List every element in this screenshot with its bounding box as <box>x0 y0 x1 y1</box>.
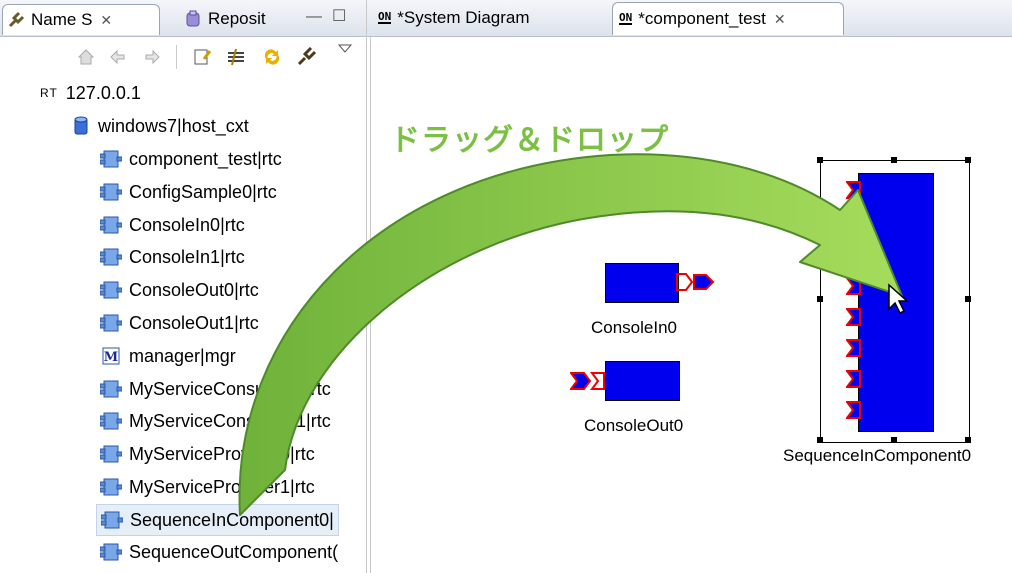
tree-item-rtc[interactable]: SequenceOutComponent( <box>100 537 338 567</box>
rtc-icon <box>100 248 122 266</box>
rtc-icon <box>100 380 122 398</box>
tab-repository[interactable]: Reposit <box>180 4 290 34</box>
repository-icon <box>186 10 200 27</box>
tree-item-label: MyServiceProvider0|rtc <box>129 443 315 464</box>
tab-name-service[interactable]: Name S ✕ <box>2 4 160 35</box>
tree-item-label: 127.0.0.1 <box>65 82 141 103</box>
tree-item-label: ConsoleIn1|rtc <box>129 246 245 267</box>
rtc-icon <box>100 445 122 463</box>
rtc-icon <box>100 543 122 561</box>
tree-item-rtc[interactable]: ConsoleOut0|rtc <box>100 275 259 305</box>
tree-item-label: ConsoleOut1|rtc <box>129 312 259 333</box>
rtc-icon <box>100 150 122 168</box>
tree-item-rtc[interactable]: MyServiceConsumer1|rtc <box>100 406 331 436</box>
tree-item-label: ConsoleOut0|rtc <box>129 279 259 300</box>
refresh-icon[interactable] <box>262 47 282 67</box>
tree-item-label: ConsoleIn0|rtc <box>129 214 245 235</box>
tree-item-label: manager|mgr <box>129 345 236 366</box>
tree-item-label: windows7|host_cxt <box>98 115 249 136</box>
rtc-icon <box>100 412 122 430</box>
tab-component-test[interactable]: ON *component_test ✕ <box>612 2 844 35</box>
rtc-icon <box>101 511 123 529</box>
tab-system-diagram-label: *System Diagram <box>397 8 530 27</box>
toolbar-separator <box>176 45 177 69</box>
inport-icons[interactable] <box>846 178 864 423</box>
tree-item-label: MyServiceProvider1|rtc <box>129 476 315 497</box>
rtc-icon <box>100 281 122 299</box>
rt-host-icon: RT <box>40 86 58 100</box>
tree-item-context[interactable]: windows7|host_cxt <box>74 111 249 141</box>
tab-system-diagram[interactable]: ON *System Diagram <box>372 2 608 34</box>
plug-icon <box>8 11 25 28</box>
tree-item-label: component_test|rtc <box>129 148 282 169</box>
tree-item-rtc[interactable]: component_test|rtc <box>100 144 282 174</box>
close-icon[interactable]: ✕ <box>773 10 786 27</box>
new-icon[interactable] <box>192 47 212 67</box>
tree-item-rtc-selected[interactable]: SequenceInComponent0| <box>96 504 339 536</box>
drag-and-drop-annotation: ドラッグ＆ドロップ <box>390 123 669 158</box>
tab-component-test-label: *component_test <box>638 9 766 28</box>
view-window-buttons: —☐ <box>306 6 356 26</box>
tree-item-rtc[interactable]: ConsoleIn0|rtc <box>100 210 245 240</box>
home-icon[interactable] <box>76 47 96 67</box>
tree-item-manager[interactable]: M manager|mgr <box>100 341 236 371</box>
tree-item-rtc[interactable]: MyServiceConsumer0|rtc <box>100 374 331 404</box>
selection-handles[interactable] <box>814 154 974 447</box>
component-label: SequenceInComponent0 <box>783 446 972 465</box>
maximize-icon[interactable]: ☐ <box>332 8 357 25</box>
connect-icon[interactable] <box>226 47 246 67</box>
svg-text:M: M <box>104 350 118 365</box>
manager-icon: M <box>102 347 120 365</box>
tree-item-label: SequenceInComponent0| <box>130 509 334 530</box>
rtc-icon <box>100 183 122 201</box>
component-consolein0[interactable] <box>605 263 679 303</box>
outport-icon[interactable] <box>676 272 716 292</box>
component-label: ConsoleIn0 <box>591 318 678 337</box>
tree-item-rtc[interactable]: ConfigSample0|rtc <box>100 177 277 207</box>
view-menu-icon[interactable] <box>338 44 352 54</box>
rtc-icon <box>100 314 122 332</box>
context-cylinder-icon <box>74 116 88 135</box>
left-tab-bar: Name S ✕ Reposit —☐ <box>0 0 366 37</box>
inport-icon[interactable] <box>570 371 608 391</box>
tab-repository-label: Reposit <box>208 9 266 28</box>
forward-icon[interactable] <box>142 47 162 67</box>
tab-name-service-label: Name S <box>31 10 93 29</box>
name-service-view: Name S ✕ Reposit —☐ RT 127.0.0.1 windows… <box>0 0 367 573</box>
tree-item-label: ConfigSample0|rtc <box>129 181 277 202</box>
plug-icon[interactable] <box>296 47 316 67</box>
minimize-icon[interactable]: — <box>306 8 332 25</box>
component-label: ConsoleOut0 <box>584 416 684 435</box>
tree-item-rtc[interactable]: MyServiceProvider1|rtc <box>100 472 315 502</box>
tree-item-rtc[interactable]: MyServiceProvider0|rtc <box>100 439 315 469</box>
component-consoleout0[interactable] <box>605 361 680 401</box>
rtc-icon <box>100 216 122 234</box>
rtc-icon <box>100 478 122 496</box>
back-icon[interactable] <box>108 47 128 67</box>
tree-item-label: SequenceOutComponent( <box>129 541 339 562</box>
tree-item-host[interactable]: RT 127.0.0.1 <box>40 78 141 108</box>
tree-item-label: MyServiceConsumer0|rtc <box>129 378 331 399</box>
tree-item-label: MyServiceConsumer1|rtc <box>129 410 331 431</box>
diagram-on-icon: ON <box>378 10 392 24</box>
close-icon[interactable]: ✕ <box>100 11 113 28</box>
tree-item-rtc[interactable]: ConsoleIn1|rtc <box>100 242 245 272</box>
tree-item-rtc[interactable]: ConsoleOut1|rtc <box>100 308 259 338</box>
diagram-on-icon: ON <box>619 11 633 25</box>
